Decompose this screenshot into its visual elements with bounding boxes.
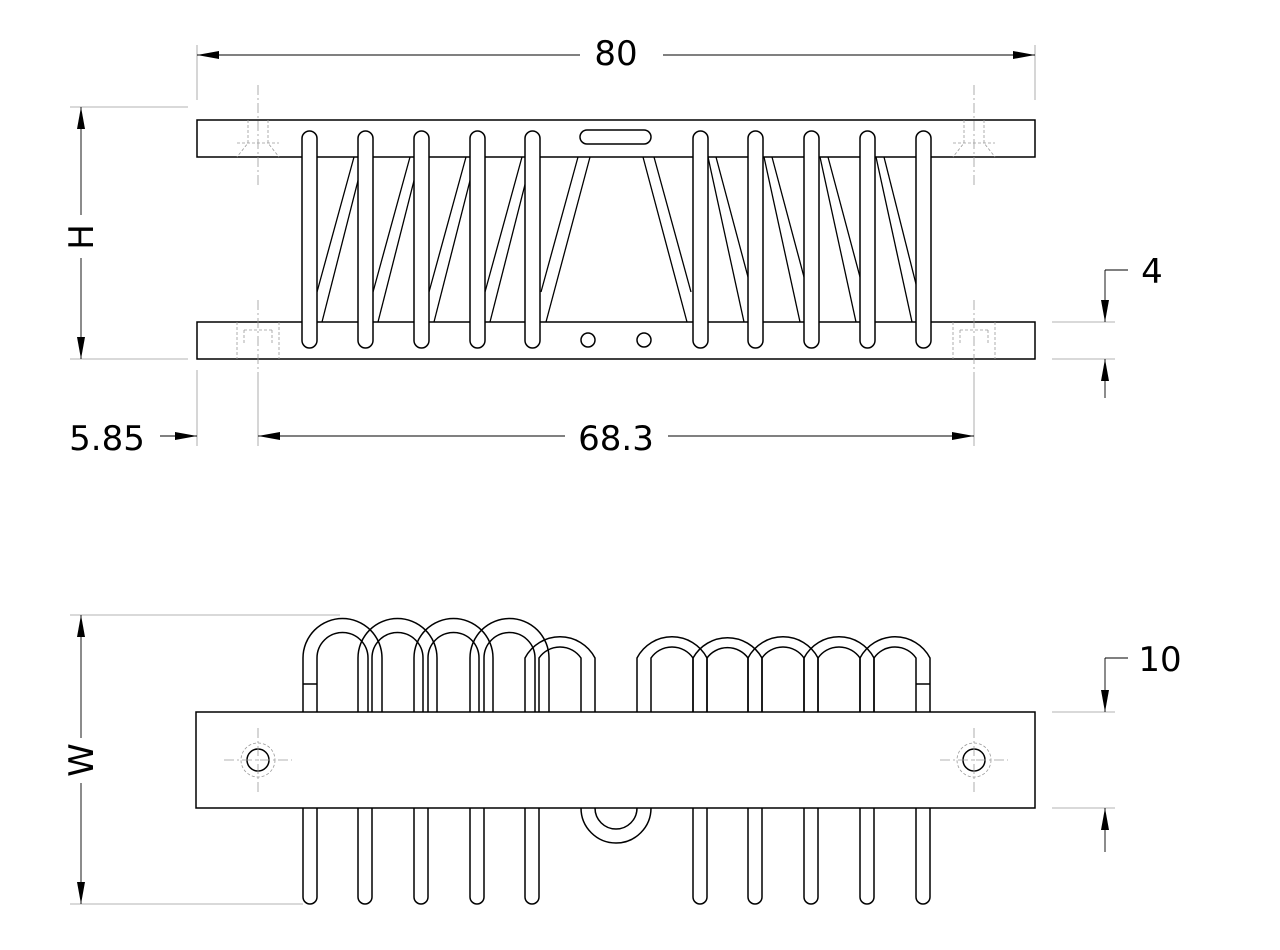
- dim-label-W: W: [62, 743, 102, 777]
- dimension-bolt-spacing: 68.3: [257, 372, 975, 459]
- hole: [580, 332, 596, 348]
- dimension-height: H: [62, 106, 188, 360]
- front-coil-loops: [301, 130, 932, 349]
- mounting-hole-right: [940, 728, 1008, 794]
- dimension-edge-offset: 5.85: [69, 370, 198, 459]
- dimension-overall-length: 80: [196, 34, 1036, 100]
- slot: [579, 129, 652, 145]
- bottom-plate: [196, 321, 1036, 360]
- front-coil-diagonals: [316, 156, 919, 323]
- dimension-plate-thickness: 4: [1052, 252, 1163, 398]
- mounting-hole-left: [224, 728, 292, 794]
- top-view: [195, 617, 1036, 905]
- dim-label-4: 4: [1141, 252, 1163, 292]
- dim-label-80: 80: [594, 34, 637, 74]
- dim-label-10: 10: [1138, 640, 1181, 680]
- dim-label-H: H: [62, 224, 102, 250]
- front-view: [196, 85, 1036, 372]
- dimension-width: W: [62, 614, 340, 905]
- coil-arches: [302, 617, 931, 712]
- top-plate: [196, 119, 1036, 158]
- dim-label-5-85: 5.85: [69, 419, 145, 459]
- base-plate-top-view: [195, 711, 1036, 809]
- dimension-plate-overhang: 10: [1052, 640, 1182, 852]
- coil-legs: [302, 807, 931, 905]
- front-centerlines: [257, 85, 975, 372]
- hole: [636, 332, 652, 348]
- dim-label-68-3: 68.3: [578, 419, 654, 459]
